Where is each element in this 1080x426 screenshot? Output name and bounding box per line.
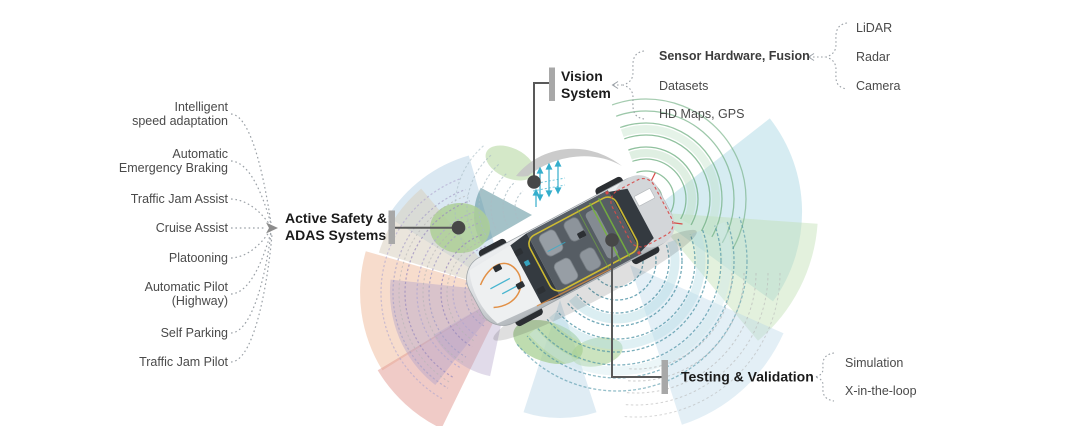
sensor-child-lidar: LiDAR (856, 21, 893, 35)
adas-item-intelligent-speed-adaptation: Intelligent speed adaptation (132, 100, 228, 128)
vision-item-sensor-hardware-fusion: Sensor Hardware, Fusion (659, 49, 810, 63)
rear-label-plate (633, 188, 656, 207)
connector-lines (395, 82, 662, 378)
sensor-brace (807, 22, 848, 90)
testing-item-x-in-the-loop: X-in-the-loop (845, 384, 917, 398)
adas-item-platooning: Platooning (168, 251, 228, 265)
testing-connector-line (611, 246, 662, 378)
adas-item-traffic-jam-pilot: Traffic Jam Pilot (139, 355, 228, 369)
vision-brace (611, 50, 645, 120)
testing-connector-dot (605, 233, 619, 247)
testing-brace (814, 352, 835, 402)
adas-fanin-curves (230, 113, 273, 363)
cyan-sensor-chip (523, 259, 531, 267)
sensor-child-camera: Camera (856, 79, 901, 93)
vision-connector-line (533, 82, 549, 176)
adas-connector-bar (388, 210, 395, 244)
motion-swoosh (516, 148, 622, 177)
vision-item-datasets: Datasets (659, 79, 709, 93)
vision-connector-dot (527, 175, 541, 189)
adas-connector-dot (451, 220, 466, 235)
car-illustration (466, 172, 697, 341)
detection-zone-rear (605, 172, 683, 255)
fanin-arrow-icon (266, 222, 278, 234)
adas-item-traffic-jam-assist: Traffic Jam Assist (130, 192, 228, 206)
car-windshield (510, 233, 561, 304)
testing-connector-bar (661, 360, 668, 394)
sensor-child-radar: Radar (856, 50, 891, 64)
rings-roof-gray (454, 131, 537, 258)
adas-item-automatic-emergency-braking: Automatic Emergency Braking (118, 147, 228, 175)
radar-rings-outer-gray (622, 273, 781, 418)
car-rear-window (608, 188, 654, 252)
testing-item-simulation: Simulation (845, 356, 904, 370)
wiring-harness (479, 196, 639, 309)
vision-connector-bar (549, 67, 555, 101)
vision-item-hd-maps-gps: HD Maps, GPS (659, 107, 745, 121)
sensor-modules (492, 230, 587, 295)
adas-item-self-parking: Self Parking (160, 326, 228, 340)
adas-item-cruise-assist: Cruise Assist (155, 221, 228, 235)
adas-item-automatic-pilot-highway: Automatic Pilot (Highway) (144, 280, 228, 308)
vision-group-label: Vision System (561, 68, 611, 101)
testing-group-label: Testing & Validation (681, 368, 814, 385)
car-seats (538, 209, 618, 285)
adas-group-label: Active Safety & ADAS Systems (285, 210, 387, 243)
car-hood (469, 245, 542, 324)
